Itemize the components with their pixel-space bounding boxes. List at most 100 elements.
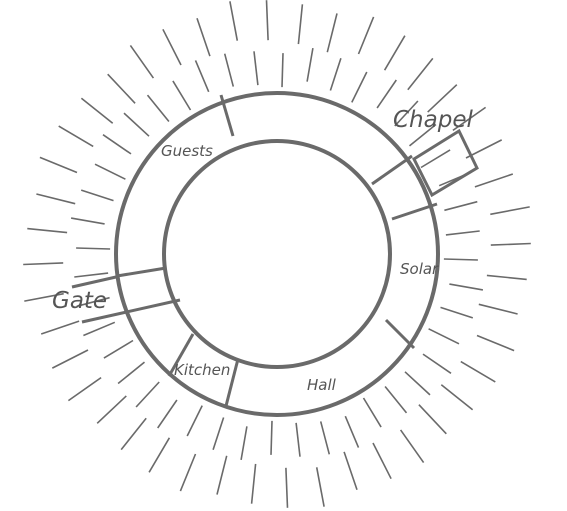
hatch-line [51, 349, 89, 369]
hatch-line [162, 28, 182, 66]
hatch-line [452, 106, 487, 132]
hatch-line [265, 0, 269, 41]
hatch-line [315, 467, 325, 507]
room-label-chapel: Chapel [393, 107, 473, 133]
hatch-line [27, 227, 68, 234]
hatch-line [427, 84, 458, 113]
hatch-line [76, 296, 110, 308]
hatch-line [449, 283, 484, 291]
hatch-line [362, 397, 382, 428]
hatch-line [253, 51, 259, 86]
radiating-hatch-lines [23, 0, 531, 508]
outer-wall [114, 91, 440, 417]
hatch-line [445, 230, 480, 236]
hatch-line [474, 173, 514, 188]
hatch-line [194, 60, 210, 93]
hatch-line [408, 123, 437, 147]
hatch-line [270, 420, 273, 455]
hatch-line [83, 321, 116, 337]
hatch-line [74, 272, 109, 278]
hatch-line [478, 303, 518, 315]
hatch-line [24, 292, 64, 302]
hatch-line [476, 334, 515, 352]
hatch-line [422, 353, 452, 374]
hatch-line [486, 274, 527, 281]
hatch-line [107, 73, 136, 104]
hatch-line [135, 381, 160, 408]
hatch-line [420, 149, 451, 169]
divider-chapel-right [391, 202, 438, 221]
hatch-line [76, 247, 111, 250]
room-label-guests: Guests [161, 142, 213, 160]
hatch-line [384, 385, 408, 414]
hatch-line [40, 320, 80, 335]
room-label-hall: Hall [307, 376, 337, 394]
hatch-line [186, 405, 203, 437]
hatch-line [372, 442, 392, 480]
hatch-line [103, 339, 134, 359]
hatch-line [117, 361, 146, 385]
divider-solar [384, 318, 416, 350]
hatch-line [383, 35, 406, 71]
hatch-line [407, 57, 434, 91]
hatch-line [460, 360, 496, 383]
hatch-line [157, 399, 178, 429]
hatch-line [172, 80, 192, 111]
hatch-line [212, 417, 225, 451]
hatch-line [102, 134, 132, 155]
hatch-line [490, 206, 530, 216]
hatch-line [443, 258, 478, 261]
hatch-line [146, 94, 170, 123]
hatch-line [96, 395, 127, 424]
room-label-gate: Gate [52, 288, 107, 314]
hatch-line [428, 328, 460, 345]
divider-kitchen-gate [167, 333, 195, 377]
hatch-line [295, 422, 301, 457]
hatch-line [357, 16, 375, 55]
hatch-line [404, 371, 431, 396]
hatch-line [148, 437, 171, 473]
divider-guests [219, 94, 235, 137]
hatch-line [120, 417, 147, 451]
hatch-line [440, 306, 474, 319]
hatch-line [281, 53, 284, 88]
hatch-line [399, 429, 425, 464]
hatch-line [123, 112, 150, 137]
hatch-line [67, 376, 102, 402]
divider-gate-top [116, 266, 167, 278]
hatch-line [343, 451, 358, 491]
hatch-line [297, 4, 304, 45]
hatch-line [306, 47, 314, 82]
hatch-line [70, 217, 105, 225]
hatch-line [196, 17, 211, 57]
gate-line-lower [81, 298, 181, 324]
room-label-solar: Solar [400, 260, 439, 278]
hatch-line [80, 97, 114, 124]
hatch-line [285, 467, 289, 508]
hatch-line [240, 426, 248, 461]
hatch-line [129, 44, 155, 79]
hatch-line [250, 463, 257, 504]
chapel-annex [412, 128, 479, 198]
hatch-line [23, 262, 64, 266]
hatch-line [36, 193, 76, 205]
hatch-line [94, 163, 126, 180]
hatch-line [329, 57, 342, 91]
hatch-line [80, 189, 114, 202]
hatch-line [58, 125, 94, 148]
hatch-line [319, 421, 331, 455]
hatch-line [344, 415, 360, 448]
divider-hall-kitchen [224, 358, 240, 407]
hatch-line [39, 156, 78, 174]
hatch-line [490, 242, 531, 246]
hatch-line [326, 13, 338, 53]
inner-wall [162, 139, 392, 369]
gate-line-upper [71, 275, 117, 289]
hatch-line [216, 455, 228, 495]
room-label-kitchen: Kitchen [174, 361, 230, 379]
hatch-line [223, 53, 235, 87]
divider-chapel-left [371, 154, 413, 186]
hatch-line [444, 200, 478, 212]
hatch-line [351, 71, 368, 103]
